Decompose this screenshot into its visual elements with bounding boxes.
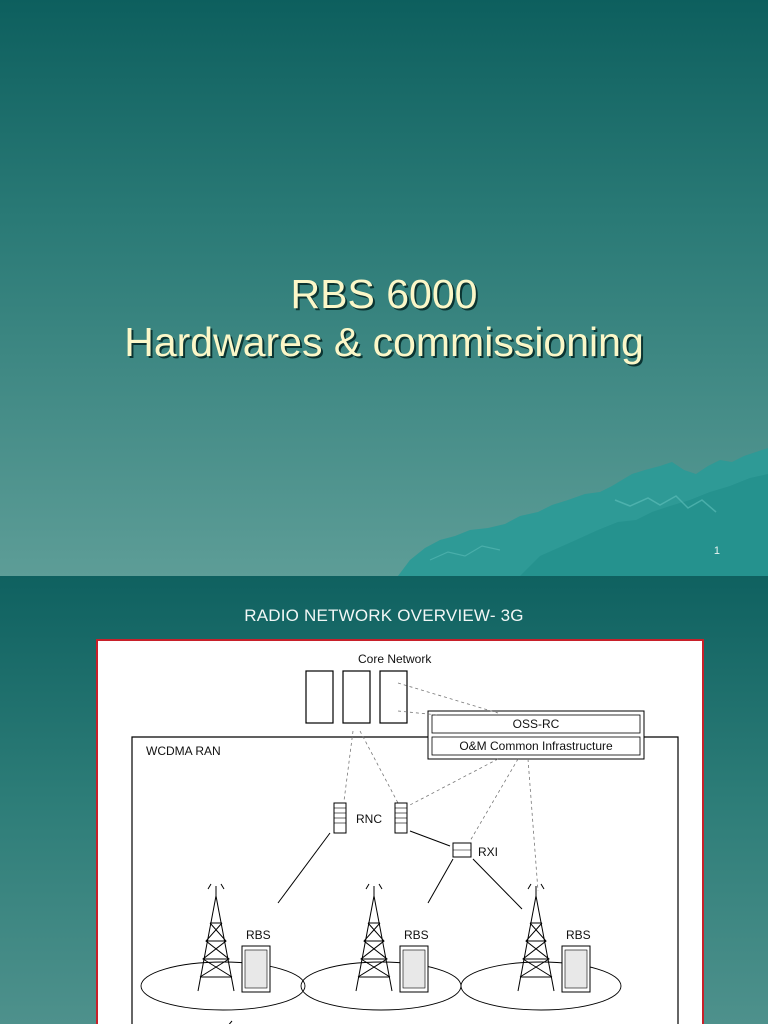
om-box: [431, 736, 641, 756]
rbs-cabinet-icon: [241, 945, 271, 993]
rnc-node-2: [394, 802, 408, 834]
slide-heading: RADIO NETWORK OVERVIEW- 3G: [244, 606, 524, 625]
slide-title: RBS 6000 Hardwares & commissioning: [0, 270, 768, 366]
om-label: O&M Common Infrastructure: [459, 739, 613, 753]
title-slide: RBS 6000 Hardwares & commissioning 1: [0, 0, 768, 576]
rbs-label-3: RBS: [566, 928, 591, 942]
radio-tower-icon: [517, 883, 555, 992]
wcdma-ran-label: WCDMA RAN: [146, 744, 221, 758]
core-server-1: [305, 670, 334, 724]
rbs-label-2: RBS: [404, 928, 429, 942]
transport-links: [277, 830, 523, 910]
title-line-2: Hardwares & commissioning: [124, 319, 644, 365]
coverage-areas: [140, 961, 622, 1011]
ran-box-left: [131, 736, 428, 1024]
network-overview-slide: RADIO NETWORK OVERVIEW- 3G Core Network …: [0, 576, 768, 1024]
rnc-label: RNC: [356, 812, 382, 826]
rnc-node-1: [333, 802, 347, 834]
radio-tower-icon: [355, 883, 393, 992]
radio-tower-icon: [197, 883, 235, 992]
page-number: 1: [713, 545, 720, 557]
oss-rc-label: OSS-RC: [513, 717, 560, 731]
oss-rc-box: [431, 714, 641, 734]
rxi-node: [452, 842, 472, 858]
network-diagram-svg: Core Network OSS-RC O&M Common Infrastru…: [131, 652, 679, 1024]
network-diagram: Core Network OSS-RC O&M Common Infrastru…: [96, 639, 704, 1024]
rbs-cabinet-icon: [561, 945, 591, 993]
core-server-3: [379, 670, 408, 724]
ran-box-right: [644, 736, 679, 1024]
rxi-label: RXI: [478, 845, 498, 859]
core-network-label: Core Network: [358, 652, 432, 666]
management-links: [343, 682, 539, 892]
rbs-cabinet-icon: [399, 945, 429, 993]
core-server-2: [342, 670, 371, 724]
mountain-decoration: [398, 448, 768, 576]
rbs-label-1: RBS: [246, 928, 271, 942]
title-line-1: RBS 6000: [290, 271, 478, 317]
